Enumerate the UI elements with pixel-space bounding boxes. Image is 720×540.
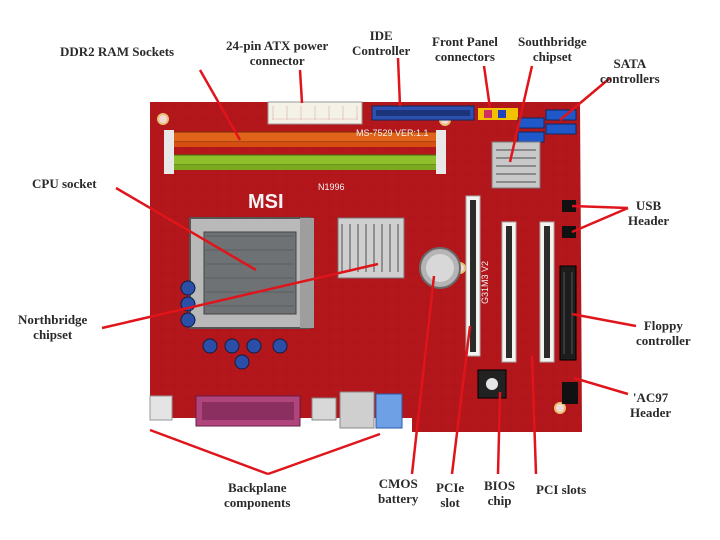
brand-silkscreen: MSI: [248, 191, 284, 213]
atx-power-connector: [267, 101, 363, 125]
cmos-battery: [419, 247, 461, 289]
backplane-pointer-2: [267, 432, 381, 476]
usb-header: [562, 200, 576, 238]
sata-pointer: [559, 77, 611, 121]
label-pcie-slot: PCIe slot: [436, 480, 465, 510]
model-silkscreen: MS-7529 VER:1.1: [356, 128, 429, 138]
label-bios-chip: BIOS chip: [484, 478, 516, 508]
ide-connector: [371, 105, 475, 121]
chip-silkscreen: G31M3 V2: [480, 261, 490, 304]
label-front-panel-connectors: Front Panel connectors: [432, 34, 498, 64]
southbridge-heatsink: [491, 141, 541, 189]
label-sata-controllers: SATA controllers: [600, 56, 660, 86]
ac97-header: [562, 382, 578, 404]
pointer-lines: [101, 57, 637, 476]
label-pci-slots: PCI slots: [536, 482, 587, 497]
northbridge-heatsink: [337, 217, 405, 279]
front-panel-header: [478, 108, 518, 120]
label-northbridge-chipset: Northbridge chipset: [18, 312, 88, 342]
cpu-pointer: [115, 186, 257, 272]
backplane-ports: [149, 391, 403, 429]
backplane-pointer-1: [149, 428, 269, 476]
cpu-socket: [189, 217, 314, 329]
usb-pointer-2: [571, 206, 629, 234]
ddr2-ram-slots: [164, 130, 446, 174]
southbridge-pointer: [508, 65, 534, 163]
board-id-silkscreen: N1996: [318, 182, 345, 192]
cmos-pointer: [410, 275, 436, 475]
bios-chip: [477, 369, 507, 399]
pcie-slot: [465, 195, 481, 357]
pci-pointer: [530, 355, 538, 475]
label-usb-header: USB Header: [628, 198, 670, 228]
label-cmos-battery: CMOS battery: [378, 476, 419, 506]
ac97-pointer: [573, 376, 629, 396]
label-atx-power-connector: 24-pin ATX power connector: [226, 38, 329, 68]
label-ide-controller: IDE Controller: [352, 28, 411, 58]
pci-slots: [501, 221, 555, 363]
label-backplane-components: Backplane components: [224, 480, 291, 510]
bios-pointer: [496, 391, 502, 475]
label-floppy-controller: Floppy controller: [636, 318, 691, 348]
label-southbridge-chipset: Southbridge chipset: [518, 34, 587, 64]
floppy-connector: [559, 265, 577, 361]
northbridge-pointer: [101, 262, 379, 330]
pcie-pointer: [450, 325, 472, 475]
ddr2-pointer: [198, 69, 242, 141]
usb-pointer-1: [571, 204, 629, 210]
atx-pointer: [298, 69, 304, 104]
ide-pointer: [396, 57, 402, 107]
label-ac97-header: 'AC97 Header: [630, 390, 672, 420]
label-ddr2-ram-sockets: DDR2 RAM Sockets: [60, 44, 175, 59]
floppy-pointer: [571, 312, 637, 328]
front-panel-pointer: [482, 65, 492, 109]
label-cpu-socket: CPU socket: [32, 176, 97, 191]
